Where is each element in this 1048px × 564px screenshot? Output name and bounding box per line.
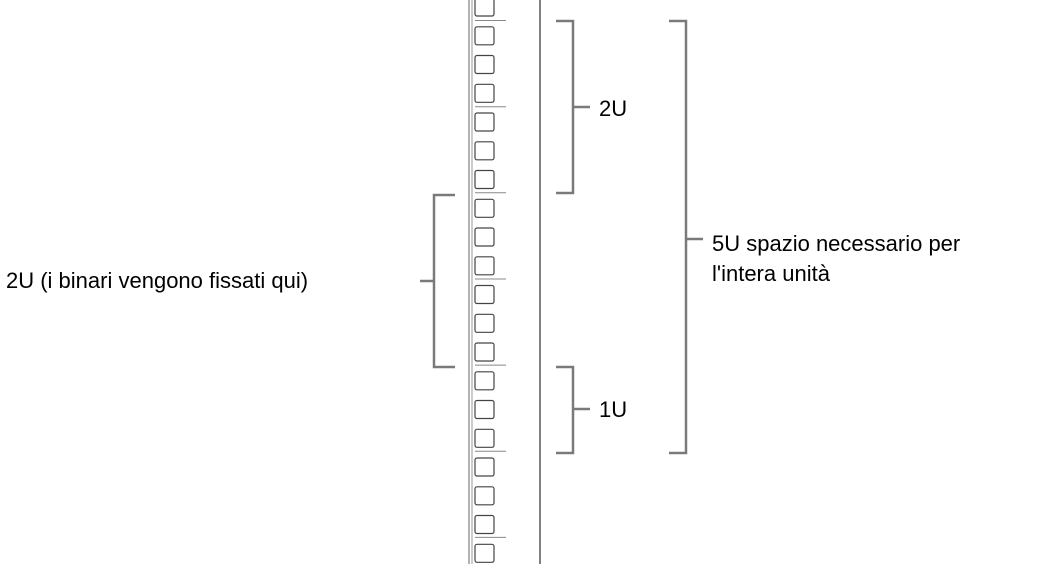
rail-hole (474, 457, 495, 477)
rail-hole (474, 26, 495, 46)
rack-rail (468, 0, 541, 564)
rail-hole (474, 342, 495, 362)
rail-hole (474, 313, 495, 333)
rail-hole (474, 371, 495, 391)
unit-divider-ticks (475, 20, 506, 538)
rail-hole (474, 543, 495, 563)
bracket-bottom-1u (556, 365, 590, 455)
bracket-rails-mount (420, 193, 455, 369)
label-total-5u-line1: 5U spazio necessario per (712, 231, 961, 256)
rail-hole (474, 83, 495, 103)
rail-hole (474, 399, 495, 420)
rail-hole (474, 141, 495, 161)
label-total-5u: 5U spazio necessario per l'intera unità (712, 229, 960, 289)
rail-hole (474, 0, 495, 17)
rail-hole (474, 169, 495, 190)
rail-hole (474, 428, 495, 448)
bracket-total-5u (669, 19, 703, 455)
rail-hole (474, 54, 495, 75)
rail-hole (474, 227, 495, 247)
label-bottom-1u: 1U (599, 397, 628, 422)
rail-hole (474, 514, 495, 535)
label-rails-mount-2u: 2U (i binari vengono fissati qui) (6, 268, 309, 293)
rail-hole (474, 486, 495, 506)
label-total-5u-line2: l'intera unità (712, 261, 830, 286)
rail-hole (474, 198, 495, 218)
rail-hole (474, 256, 495, 276)
rail-hole (474, 284, 495, 305)
rail-hole (474, 112, 495, 132)
bracket-top-2u (556, 19, 590, 195)
rail-mounting-holes (474, 0, 495, 563)
label-top-2u: 2U (599, 96, 628, 121)
